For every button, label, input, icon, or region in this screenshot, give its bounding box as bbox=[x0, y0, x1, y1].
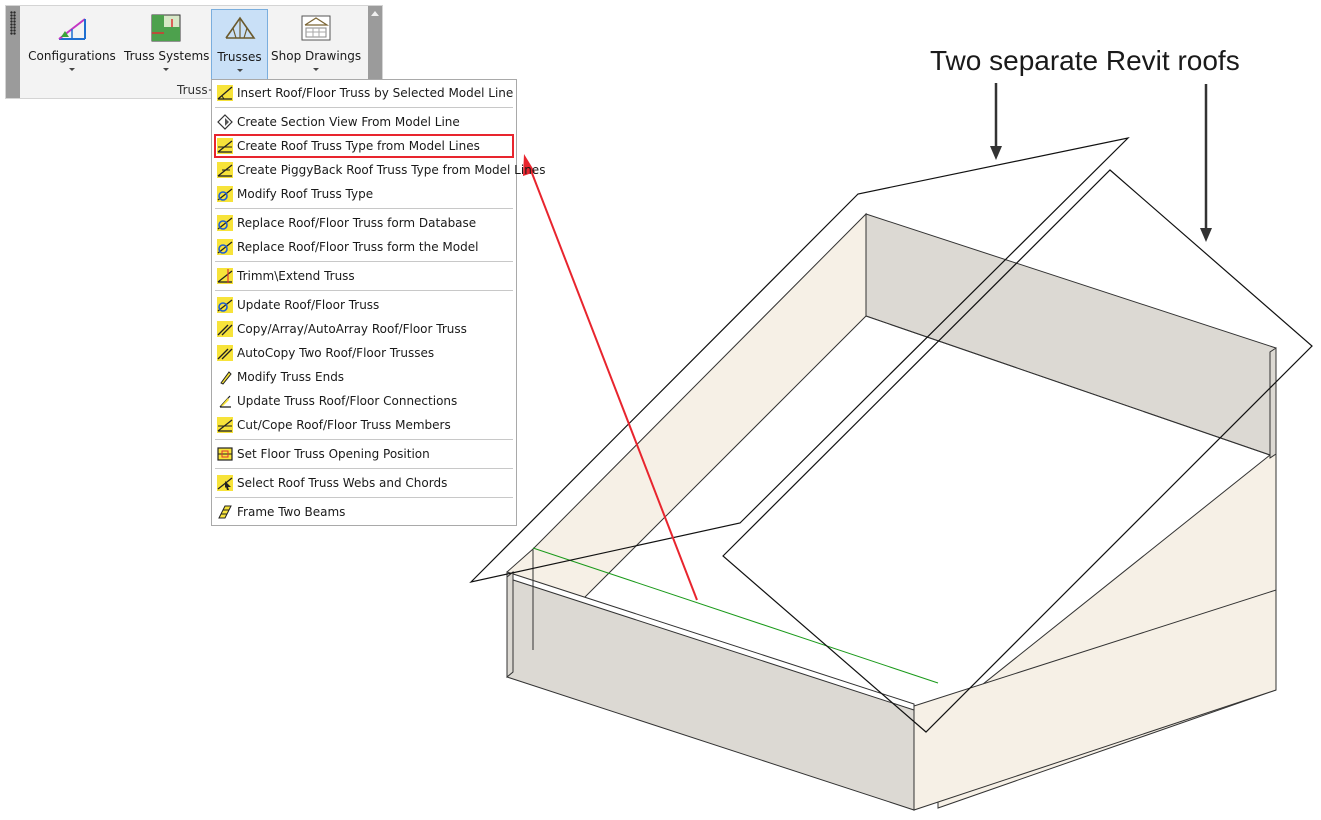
wall-left-inner bbox=[506, 212, 867, 649]
menu-item-update-truss[interactable]: Update Roof/Floor Truss bbox=[215, 294, 513, 316]
trusses-button[interactable]: Trusses bbox=[211, 9, 268, 80]
menu-item-replace-model[interactable]: Replace Roof/Floor Truss form the Model bbox=[215, 236, 513, 258]
chevron-down-icon bbox=[69, 68, 75, 71]
menu-item-label: Create PiggyBack Roof Truss Type from Mo… bbox=[237, 163, 546, 177]
menu-separator bbox=[215, 261, 513, 262]
annotation-label: Two separate Revit roofs bbox=[930, 45, 1240, 76]
panel-grip[interactable] bbox=[6, 6, 20, 98]
autocopy-icon bbox=[217, 345, 233, 361]
menu-item-replace-database[interactable]: Replace Roof/Floor Truss form Database bbox=[215, 212, 513, 234]
insert-truss-icon bbox=[217, 85, 233, 101]
chevron-down-icon bbox=[313, 68, 319, 71]
menu-item-label: Modify Truss Ends bbox=[237, 370, 345, 384]
menu-separator bbox=[215, 468, 513, 469]
menu-item-label: Create Section View From Model Line bbox=[237, 115, 460, 129]
select-webs-icon bbox=[217, 475, 233, 491]
menu-item-label: Replace Roof/Floor Truss form Database bbox=[237, 216, 477, 230]
truss-ends-icon bbox=[220, 371, 232, 385]
configurations-icon bbox=[58, 18, 86, 40]
menu-item-section-view[interactable]: Create Section View From Model Line bbox=[215, 111, 513, 133]
trusses-icon bbox=[224, 16, 256, 39]
menu-item-piggyback-truss[interactable]: Create PiggyBack Roof Truss Type from Mo… bbox=[215, 159, 545, 181]
cut-cope-icon bbox=[217, 417, 233, 433]
frame-beams-icon bbox=[218, 505, 232, 519]
panel-title: Truss+ bbox=[177, 83, 218, 97]
update-truss-icon bbox=[217, 297, 233, 313]
menu-item-label: Update Truss Roof/Floor Connections bbox=[237, 394, 458, 408]
wall-left-end bbox=[506, 570, 514, 679]
modify-truss-type-icon bbox=[217, 186, 233, 202]
menu-item-trim-extend[interactable]: Trimm\Extend Truss bbox=[215, 265, 513, 287]
truss-systems-icon bbox=[151, 14, 181, 42]
menu-item-label: Set Floor Truss Opening Position bbox=[237, 447, 430, 461]
panel-expand-button[interactable] bbox=[368, 6, 382, 98]
configurations-label: Configurations bbox=[28, 49, 116, 63]
menu-item-label: Insert Roof/Floor Truss by Selected Mode… bbox=[237, 86, 514, 100]
truss-systems-label: Truss Systems bbox=[124, 49, 210, 63]
menu-separator bbox=[215, 290, 513, 291]
pointer-arrow bbox=[529, 167, 698, 601]
pointer-arrowhead bbox=[523, 154, 535, 176]
grip-dots-icon bbox=[10, 11, 16, 35]
trusses-label: Trusses bbox=[217, 50, 262, 64]
shop-drawings-label: Shop Drawings bbox=[271, 49, 362, 63]
configurations-button[interactable]: Configurations bbox=[26, 9, 118, 80]
chevron-down-icon bbox=[236, 69, 243, 72]
menu-item-label: Select Roof Truss Webs and Chords bbox=[237, 476, 448, 490]
wall-edge bbox=[865, 315, 1271, 456]
menu-item-autocopy[interactable]: AutoCopy Two Roof/Floor Trusses bbox=[215, 342, 513, 364]
menu-separator bbox=[215, 208, 513, 209]
menu-item-label: Frame Two Beams bbox=[237, 505, 346, 519]
menu-separator bbox=[215, 439, 513, 440]
trim-extend-icon bbox=[217, 268, 233, 284]
menu-item-truss-ends[interactable]: Modify Truss Ends bbox=[215, 366, 513, 388]
piggyback-truss-icon bbox=[217, 162, 233, 178]
replace-database-icon bbox=[217, 215, 233, 231]
annotation-arrowhead-left bbox=[990, 146, 1002, 160]
menu-item-select-webs[interactable]: Select Roof Truss Webs and Chords bbox=[215, 472, 513, 494]
menu-item-label: Copy/Array/AutoArray Roof/Floor Truss bbox=[237, 322, 467, 336]
menu-separator bbox=[215, 497, 513, 498]
menu-item-label: Update Roof/Floor Truss bbox=[237, 298, 380, 312]
model-line[interactable] bbox=[532, 547, 939, 684]
menu-item-label: Replace Roof/Floor Truss form the Model bbox=[237, 240, 479, 254]
menu-item-copy-array[interactable]: Copy/Array/AutoArray Roof/Floor Truss bbox=[215, 318, 513, 340]
menu-item-opening-position[interactable]: Set Floor Truss Opening Position bbox=[215, 443, 513, 465]
menu-item-cut-cope[interactable]: Cut/Cope Roof/Floor Truss Members bbox=[215, 414, 513, 436]
shop-drawings-button[interactable]: Shop Drawings bbox=[271, 9, 361, 80]
menu-item-create-truss-type[interactable]: Create Roof Truss Type from Model Lines bbox=[214, 134, 514, 158]
roof-left[interactable] bbox=[469, 137, 1130, 584]
wall-back-face bbox=[865, 213, 1277, 456]
annotation-arrowhead-right bbox=[1200, 228, 1212, 242]
menu-separator bbox=[215, 107, 513, 108]
chevron-up-icon bbox=[371, 11, 379, 16]
menu-item-insert-truss[interactable]: Insert Roof/Floor Truss by Selected Mode… bbox=[215, 82, 513, 104]
menu-item-label: AutoCopy Two Roof/Floor Trusses bbox=[237, 346, 435, 360]
wall-right-top bbox=[1269, 347, 1277, 459]
menu-item-frame-beams[interactable]: Frame Two Beams bbox=[215, 501, 513, 523]
replace-model-icon bbox=[217, 239, 233, 255]
chevron-down-icon bbox=[163, 68, 169, 71]
wall-front-face bbox=[506, 576, 915, 811]
opening-position-icon bbox=[217, 447, 233, 461]
connections-icon bbox=[219, 395, 231, 408]
shop-drawings-icon bbox=[301, 15, 331, 41]
section-view-icon bbox=[217, 114, 233, 130]
menu-item-label: Create Roof Truss Type from Model Lines bbox=[237, 139, 480, 153]
trusses-dropdown-menu: Insert Roof/Floor Truss by Selected Mode… bbox=[211, 79, 545, 526]
menu-item-connections[interactable]: Update Truss Roof/Floor Connections bbox=[215, 390, 513, 412]
menu-item-label: Cut/Cope Roof/Floor Truss Members bbox=[237, 418, 451, 432]
menu-item-label: Modify Roof Truss Type bbox=[237, 187, 374, 201]
copy-array-icon bbox=[217, 321, 233, 337]
menu-item-label: Trimm\Extend Truss bbox=[237, 269, 355, 283]
roof-right[interactable] bbox=[722, 169, 1313, 733]
truss-systems-button[interactable]: Truss Systems bbox=[124, 9, 210, 80]
menu-item-modify-truss-type[interactable]: Modify Roof Truss Type bbox=[215, 183, 513, 205]
create-truss-type-icon bbox=[217, 138, 233, 154]
